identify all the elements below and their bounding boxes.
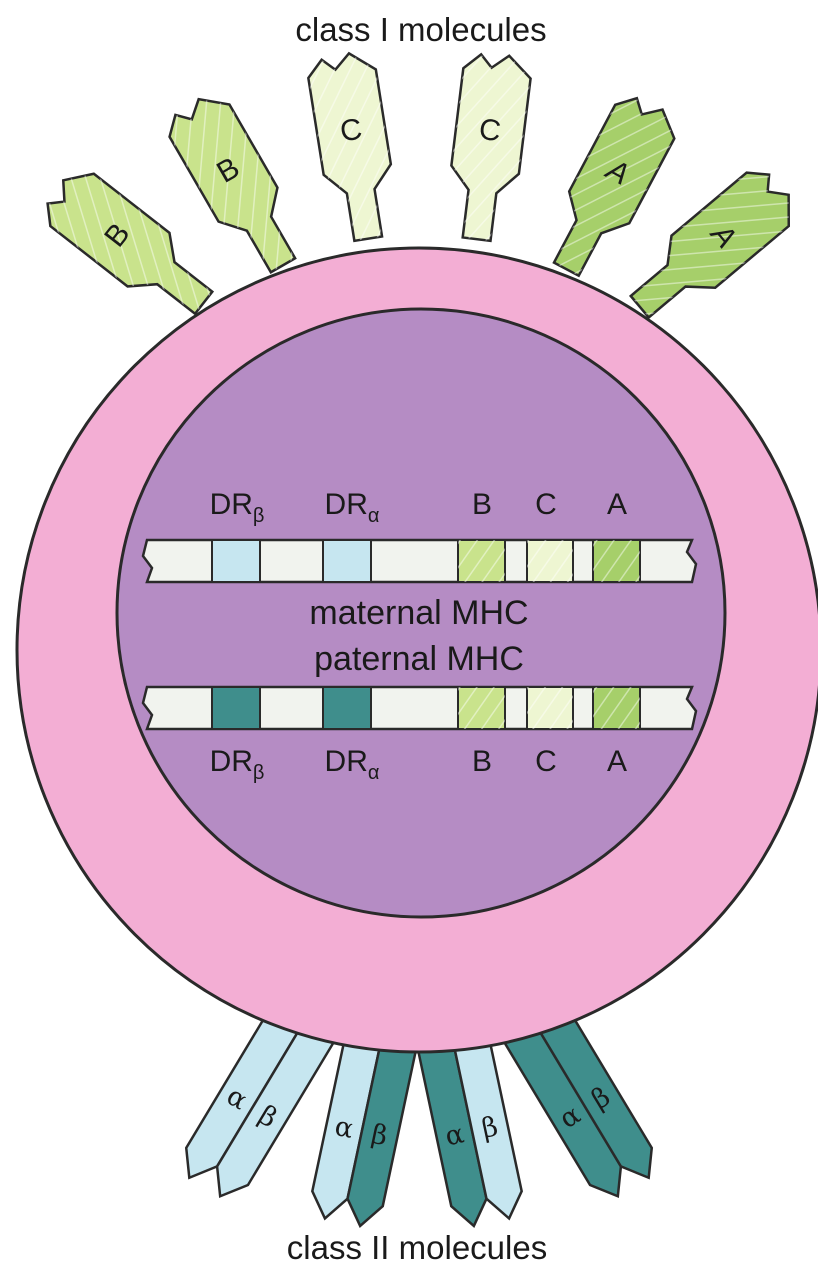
maternal-gene-label: A	[607, 488, 627, 521]
class-i-molecule: B	[161, 87, 313, 282]
paternal-gene-band	[323, 687, 371, 729]
paternal-gene-label: C	[535, 745, 557, 778]
class-i-molecule: A	[536, 89, 683, 285]
paternal-gene-hatch	[527, 687, 573, 729]
class-i-title: class I molecules	[295, 11, 546, 48]
paternal-gene-subscript: β	[253, 762, 265, 784]
class-i-molecule-hatch	[443, 50, 533, 243]
class-i-molecule-hatch	[306, 50, 402, 244]
class-ii-title: class II molecules	[287, 1229, 547, 1266]
class-i-molecule: B	[36, 161, 224, 329]
paternal-gene-label: B	[472, 745, 492, 778]
paternal-gene-hatch	[593, 687, 640, 729]
class-i-molecule-label: C	[477, 113, 503, 148]
paternal-gene-label: A	[607, 745, 627, 778]
paternal-gene-hatch	[458, 687, 505, 729]
maternal-gene-subscript: α	[368, 505, 380, 527]
maternal-gene-hatch	[593, 540, 640, 582]
paternal-gene-band	[212, 687, 260, 729]
maternal-gene-label: B	[472, 488, 492, 521]
maternal-gene-band	[212, 540, 260, 582]
class-i-molecule: C	[443, 50, 533, 243]
maternal-gene-label: C	[535, 488, 557, 521]
paternal-gene-subscript: α	[368, 762, 380, 784]
maternal-gene-subscript: β	[253, 505, 265, 527]
maternal-gene-hatch	[458, 540, 505, 582]
paternal-mhc-label: paternal MHC	[314, 640, 524, 678]
maternal-mhc-label: maternal MHC	[309, 594, 528, 632]
maternal-gene-hatch	[527, 540, 573, 582]
maternal-gene-band	[323, 540, 371, 582]
class-i-molecule: C	[306, 50, 402, 244]
